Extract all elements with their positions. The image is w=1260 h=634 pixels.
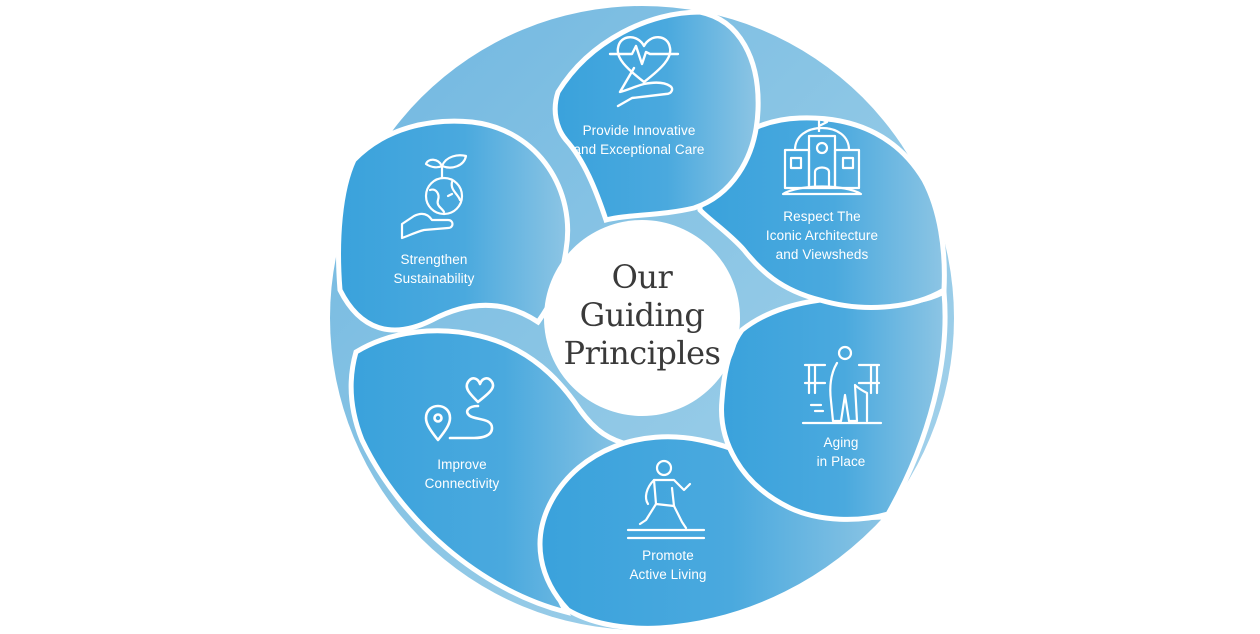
center-title: Our Guiding Principles [563,258,721,372]
label-aging: Aging in Place [816,435,866,469]
label-active: Promote Active Living [629,548,707,582]
petal-active [537,434,896,631]
location-heart-icon [424,377,495,442]
elder-walker-icon [801,345,883,425]
petal-shapes [336,9,948,631]
center-circle [544,220,740,416]
globe-hand-icon [400,154,468,240]
label-connectivity: Improve Connectivity [424,457,500,491]
heart-hand-icon [608,36,680,108]
petal-care-shape [552,9,761,223]
label-care: Provide Innovative and Exceptional Care [573,123,705,157]
building-icon [781,117,863,196]
label-sustainability: Strengthen Sustainability [393,252,475,286]
label-architecture: Respect The Iconic Architecture and View… [765,209,879,262]
petal-architecture [697,115,947,310]
runner-icon [626,459,706,540]
